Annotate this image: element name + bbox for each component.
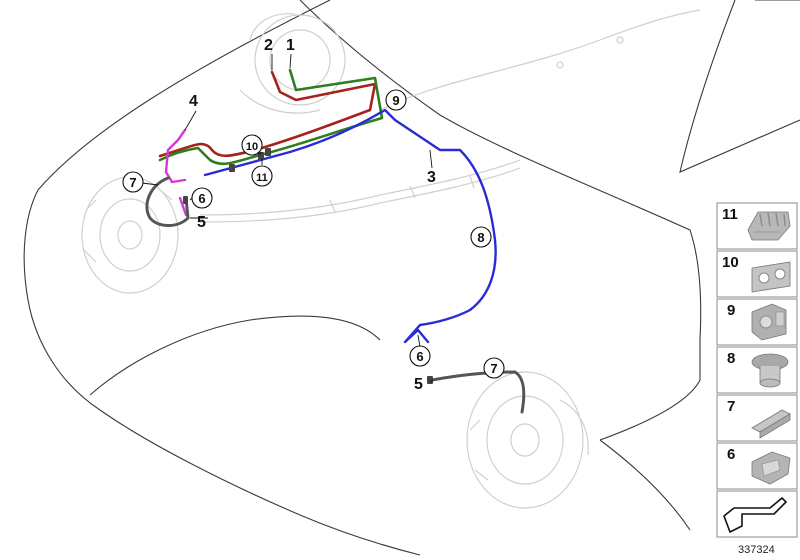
parts-panel: 11 10 9 bbox=[716, 202, 798, 538]
leader-lines bbox=[141, 53, 494, 383]
callout-8-circle bbox=[470, 226, 492, 248]
callout-10-circle bbox=[241, 134, 263, 156]
parts-panel-number: 9 bbox=[727, 302, 735, 319]
callout-6-front-circle bbox=[191, 187, 213, 209]
parts-panel-number: 8 bbox=[727, 350, 735, 367]
front-brake-hose bbox=[145, 176, 190, 227]
callout-5-front: 5 bbox=[197, 214, 206, 231]
red-brake-line bbox=[158, 70, 377, 158]
magenta-brake-line-stub bbox=[178, 196, 188, 217]
callout-7-rear: 7 bbox=[490, 361, 497, 376]
callout-7-front-circle bbox=[122, 171, 144, 193]
parts-panel-cell-10: 10 bbox=[716, 250, 798, 298]
hose-clip-icon bbox=[751, 261, 791, 293]
car-body-outline bbox=[23, 0, 800, 556]
spring-clip-icon bbox=[751, 409, 791, 439]
callout-2: 2 bbox=[264, 37, 273, 54]
parts-panel-number: 10 bbox=[722, 254, 739, 271]
rear-brake-hose bbox=[430, 370, 526, 414]
callout-7-rear-circle bbox=[483, 357, 505, 379]
parts-panel-cell-arrow bbox=[716, 490, 798, 538]
callout-6-rear: 6 bbox=[416, 349, 423, 364]
blue-brake-line bbox=[203, 108, 497, 344]
parts-panel-cell-9: 9 bbox=[716, 298, 798, 346]
push-clip-icon bbox=[751, 353, 789, 388]
line-fittings bbox=[183, 148, 500, 384]
direction-arrow-icon bbox=[723, 497, 787, 533]
callout-6-rear-circle bbox=[409, 345, 431, 367]
reference-number: 337324 bbox=[738, 544, 775, 556]
parts-panel-cell-7: 7 bbox=[716, 394, 798, 442]
plastic-clip-multi-icon bbox=[747, 211, 791, 241]
parts-panel-number: 11 bbox=[722, 206, 738, 223]
callout-3: 3 bbox=[427, 169, 436, 186]
parts-panel-cell-11: 11 bbox=[716, 202, 798, 250]
callout-11: 11 bbox=[256, 172, 268, 184]
callout-1: 1 bbox=[286, 37, 295, 54]
bracket-clip-icon bbox=[751, 451, 791, 485]
callout-9: 9 bbox=[392, 93, 399, 108]
parts-panel-number: 7 bbox=[727, 398, 735, 415]
brake-lines bbox=[158, 68, 497, 344]
parts-panel-cell-8: 8 bbox=[716, 346, 798, 394]
callout-11-circle bbox=[251, 165, 273, 187]
circled-callouts bbox=[122, 89, 505, 379]
callout-9-circle bbox=[385, 89, 407, 111]
callout-8: 8 bbox=[477, 230, 484, 245]
callout-7-front: 7 bbox=[129, 175, 136, 190]
callout-6-front: 6 bbox=[198, 191, 205, 206]
brake-hoses bbox=[145, 176, 526, 414]
magenta-brake-line bbox=[164, 128, 187, 184]
callout-4: 4 bbox=[189, 93, 198, 110]
holder-clip-icon bbox=[751, 303, 787, 341]
callout-10: 10 bbox=[246, 141, 258, 153]
callout-5-rear: 5 bbox=[414, 376, 423, 393]
parts-panel-number: 6 bbox=[727, 446, 735, 463]
parts-panel-cell-6: 6 bbox=[716, 442, 798, 490]
